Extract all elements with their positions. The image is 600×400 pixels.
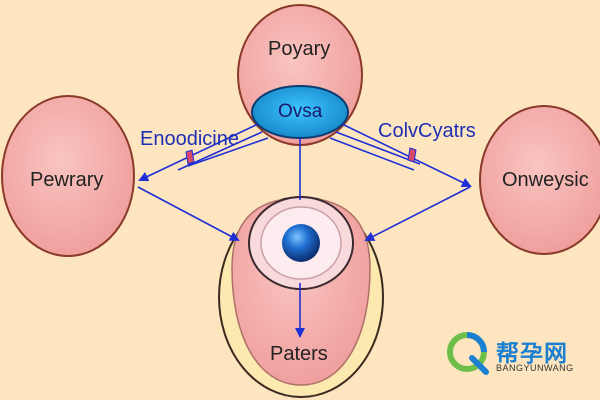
bottom-node-core bbox=[282, 224, 320, 262]
watermark-title: 帮孕网 bbox=[496, 341, 568, 367]
edge-top-to-right-b bbox=[335, 131, 421, 165]
edge-right-to-bottom bbox=[364, 186, 471, 241]
edge-top-to-right-a bbox=[341, 123, 472, 188]
right-node-label: Onweysic bbox=[502, 169, 589, 191]
watermark-subtitle: BANGYUNWANG bbox=[496, 363, 574, 373]
left-edge-label: Enoodicine bbox=[140, 128, 239, 150]
bottom-node-label: Paters bbox=[270, 343, 328, 365]
edge-left-to-bottom bbox=[137, 186, 240, 241]
right-node-shape bbox=[479, 105, 600, 255]
edge-top-to-right-c bbox=[329, 137, 415, 171]
edge-top-to-left-a bbox=[138, 123, 259, 182]
right-edge-label: ColvCyatrs bbox=[378, 120, 476, 142]
left-node-label: Pewrary bbox=[30, 169, 104, 191]
edge-top-to-left-b bbox=[177, 131, 263, 171]
watermark-logo-icon bbox=[447, 332, 489, 375]
watermark: 帮孕网 BANGYUNWANG bbox=[444, 330, 594, 380]
right-edge-accent bbox=[407, 147, 417, 163]
top-inner-node-label: Ovsa bbox=[278, 101, 323, 122]
top-node-label: Poyary bbox=[268, 38, 331, 60]
left-node-shape bbox=[1, 95, 135, 257]
left-edge-accent bbox=[185, 149, 195, 165]
edge-lines bbox=[137, 123, 472, 338]
edge-top-to-left-c bbox=[187, 137, 269, 167]
